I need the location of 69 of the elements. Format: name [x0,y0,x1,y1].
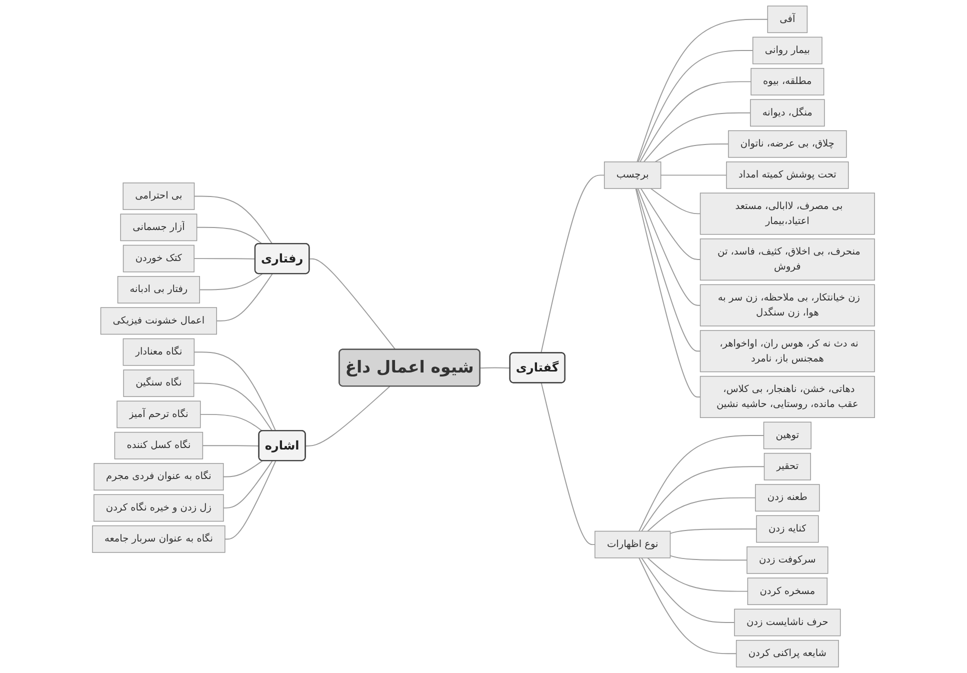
connector [196,226,263,244]
connector [200,414,263,432]
connector [309,258,396,350]
node-box: بیمار روانی [752,36,822,64]
connector [643,112,751,162]
node-box: آفی [767,6,808,34]
node-box: برچسب [604,162,662,189]
node-box: نگاه معنادار [122,338,195,366]
node-box: منحرف، بی اخلاق، کثیف، فاسد، تن فروش [700,238,875,281]
node-box: نه دث نه کر، هوس ران، اواخواهر، همجنس باز، نامرد [700,330,875,372]
node-box: طعنه زدن [755,484,820,512]
connector [638,557,737,654]
connector [193,382,273,432]
node-box: نگاه به عنوان فردی مجرم [94,463,224,490]
connector [194,258,256,260]
connector [223,460,273,508]
connector [640,188,701,260]
connector [641,557,735,623]
node-box: مسخره کردن [747,578,828,606]
node-box: نگاه سنگین [123,370,194,397]
node-box: رفتار بی ادبانه [117,276,200,304]
node-box: نگاه به عنوان سربار جامعه [92,525,226,553]
node-box: تحقیر [764,452,811,480]
connector [640,81,752,162]
connector [641,466,765,532]
connector [638,50,754,162]
node-box: بی مصرف، لاابالی، مستعد اعتیاد،بیمار [700,192,875,235]
node-box: کتک خوردن [122,244,194,272]
connector [660,174,727,176]
connector [638,188,701,306]
connector [202,445,260,446]
node-box: شایعه پراکنی کردن [736,640,839,668]
node-box: آزار جسمانی [120,214,198,242]
connector [654,144,729,162]
node-box: اعمال خشونت فیزیکی [100,307,217,335]
connector [224,460,276,540]
node-box: نوع اظهارات [594,530,671,558]
node-box: مطلقه، بیوه [750,68,824,96]
connector [540,174,605,354]
connector [636,18,768,162]
connector [194,352,276,432]
node-box: کنایه زدن [756,515,819,543]
node-box: چلاق، بی عرضه، ناتوان [728,130,847,158]
connector [636,188,701,352]
connector [638,434,764,532]
connector [647,557,748,592]
node-box: نگاه کسل کننده [114,432,204,460]
connector [670,555,748,561]
connector [199,273,263,290]
connector [540,382,596,546]
node-box: منگل، دیوانه [750,99,825,127]
node-box: بی احترامی [122,182,195,210]
node-box: تحت پوشش کمیته امداد [726,162,849,189]
connector [216,273,273,322]
connector [670,528,757,534]
connector [635,188,701,398]
node-box: دهاتی، خشن، ناهنجار، بی کلاس، عقب مانده، روستایی، حاشیه نشین [700,376,875,418]
connector [650,188,701,214]
node-box: توهین [763,422,812,450]
node-box: نگاه ترحم آمیز [116,400,201,428]
connector [647,497,756,532]
node-box: زن خیانتکار، بی ملاحظه، زن سر به هوا، زن سنگدل [700,284,875,326]
node-box: سرکوفت زدن [746,546,828,574]
connector [222,460,263,478]
connector [194,196,273,244]
node-box: حرف ناشایست زدن [734,608,841,636]
node-box: زل زدن و خیره نگاه کردن [94,494,224,522]
connector [480,367,511,369]
connector [305,386,390,446]
